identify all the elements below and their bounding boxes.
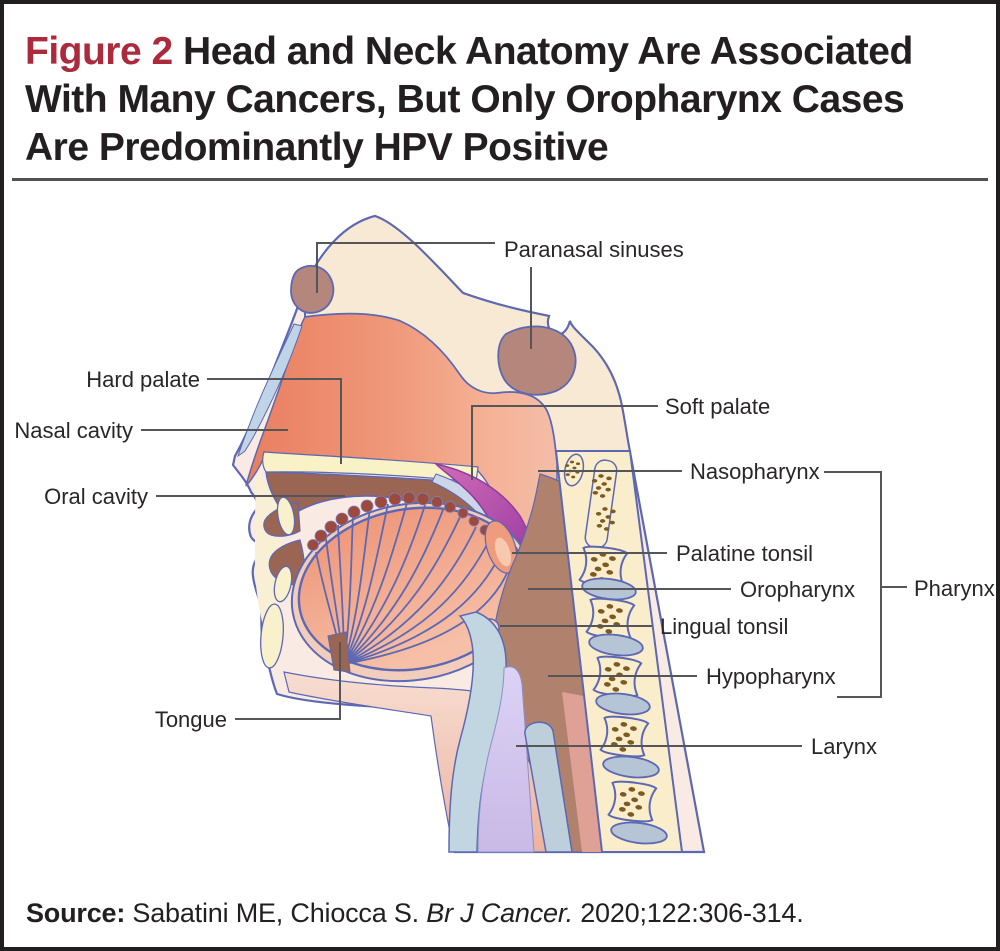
intervertebral-discs — [581, 577, 668, 845]
nose-cartilage — [237, 323, 303, 458]
source-citation: Source: Sabatini ME, Chiocca S. Br J Can… — [26, 898, 982, 929]
label-lingual-tonsil: Lingual tonsil — [660, 614, 788, 639]
anatomy-illustration — [231, 214, 706, 854]
leader-tongue — [235, 642, 341, 720]
label-nasal-cavity: Nasal cavity — [14, 418, 133, 443]
label-hard-palate: Hard palate — [86, 367, 200, 392]
label-larynx: Larynx — [811, 734, 877, 759]
frontal-sinus — [290, 265, 335, 314]
source-authors: Sabatini ME, Chiocca S. — [125, 898, 427, 928]
diagram-labels: Paranasal sinuses Hard palate Nasal cavi… — [14, 237, 994, 759]
leader-lines — [141, 242, 907, 747]
label-nasopharynx: Nasopharynx — [690, 459, 820, 484]
palatine-tonsil-highlight — [494, 537, 512, 567]
source-tail: 2020;122:306-314. — [572, 898, 804, 928]
label-tongue: Tongue — [155, 707, 227, 732]
larynx-cavity — [477, 666, 535, 853]
tongue-muscle-fibers — [315, 502, 510, 665]
label-hypopharynx: Hypopharynx — [706, 664, 836, 689]
title-line-2: With Many Cancers, But Only Oropharynx C… — [25, 78, 905, 121]
title-line-1-text: Head and Neck Anatomy Are Associated — [172, 30, 913, 73]
pharynx-bracket — [824, 471, 882, 698]
figure-number-label: Figure 2 — [25, 30, 173, 73]
label-paranasal-sinuses: Paranasal sinuses — [504, 237, 684, 262]
figure-title: Figure 2 Head and Neck Anatomy Are Assoc… — [25, 28, 981, 172]
leader-paranasal-left — [316, 242, 495, 293]
source-label: Source: — [26, 898, 126, 928]
label-pharynx: Pharynx — [914, 576, 995, 601]
head-neck-anatomy-diagram: Paranasal sinuses Hard palate Nasal cavi… — [14, 214, 995, 854]
title-separator — [12, 178, 988, 181]
sphenoid-sinus — [497, 325, 577, 396]
title-line-3: Are Predominantly HPV Positive — [25, 126, 609, 169]
label-palatine-tonsil: Palatine tonsil — [676, 541, 813, 566]
trachea-cartilage — [524, 721, 573, 853]
source-journal: Br J Cancer. — [426, 898, 573, 928]
label-oral-cavity: Oral cavity — [44, 484, 148, 509]
hard-palate-band — [262, 451, 479, 483]
label-soft-palate: Soft palate — [665, 394, 770, 419]
mandible-bone — [260, 603, 284, 669]
label-oropharynx: Oropharynx — [740, 577, 855, 602]
leader-hard-palate — [207, 378, 342, 464]
title-line-1: Figure 2 Head and Neck Anatomy Are Assoc… — [25, 28, 981, 76]
lower-incisor — [273, 565, 293, 603]
upper-incisor — [276, 496, 296, 536]
leader-soft-palate — [471, 405, 658, 480]
